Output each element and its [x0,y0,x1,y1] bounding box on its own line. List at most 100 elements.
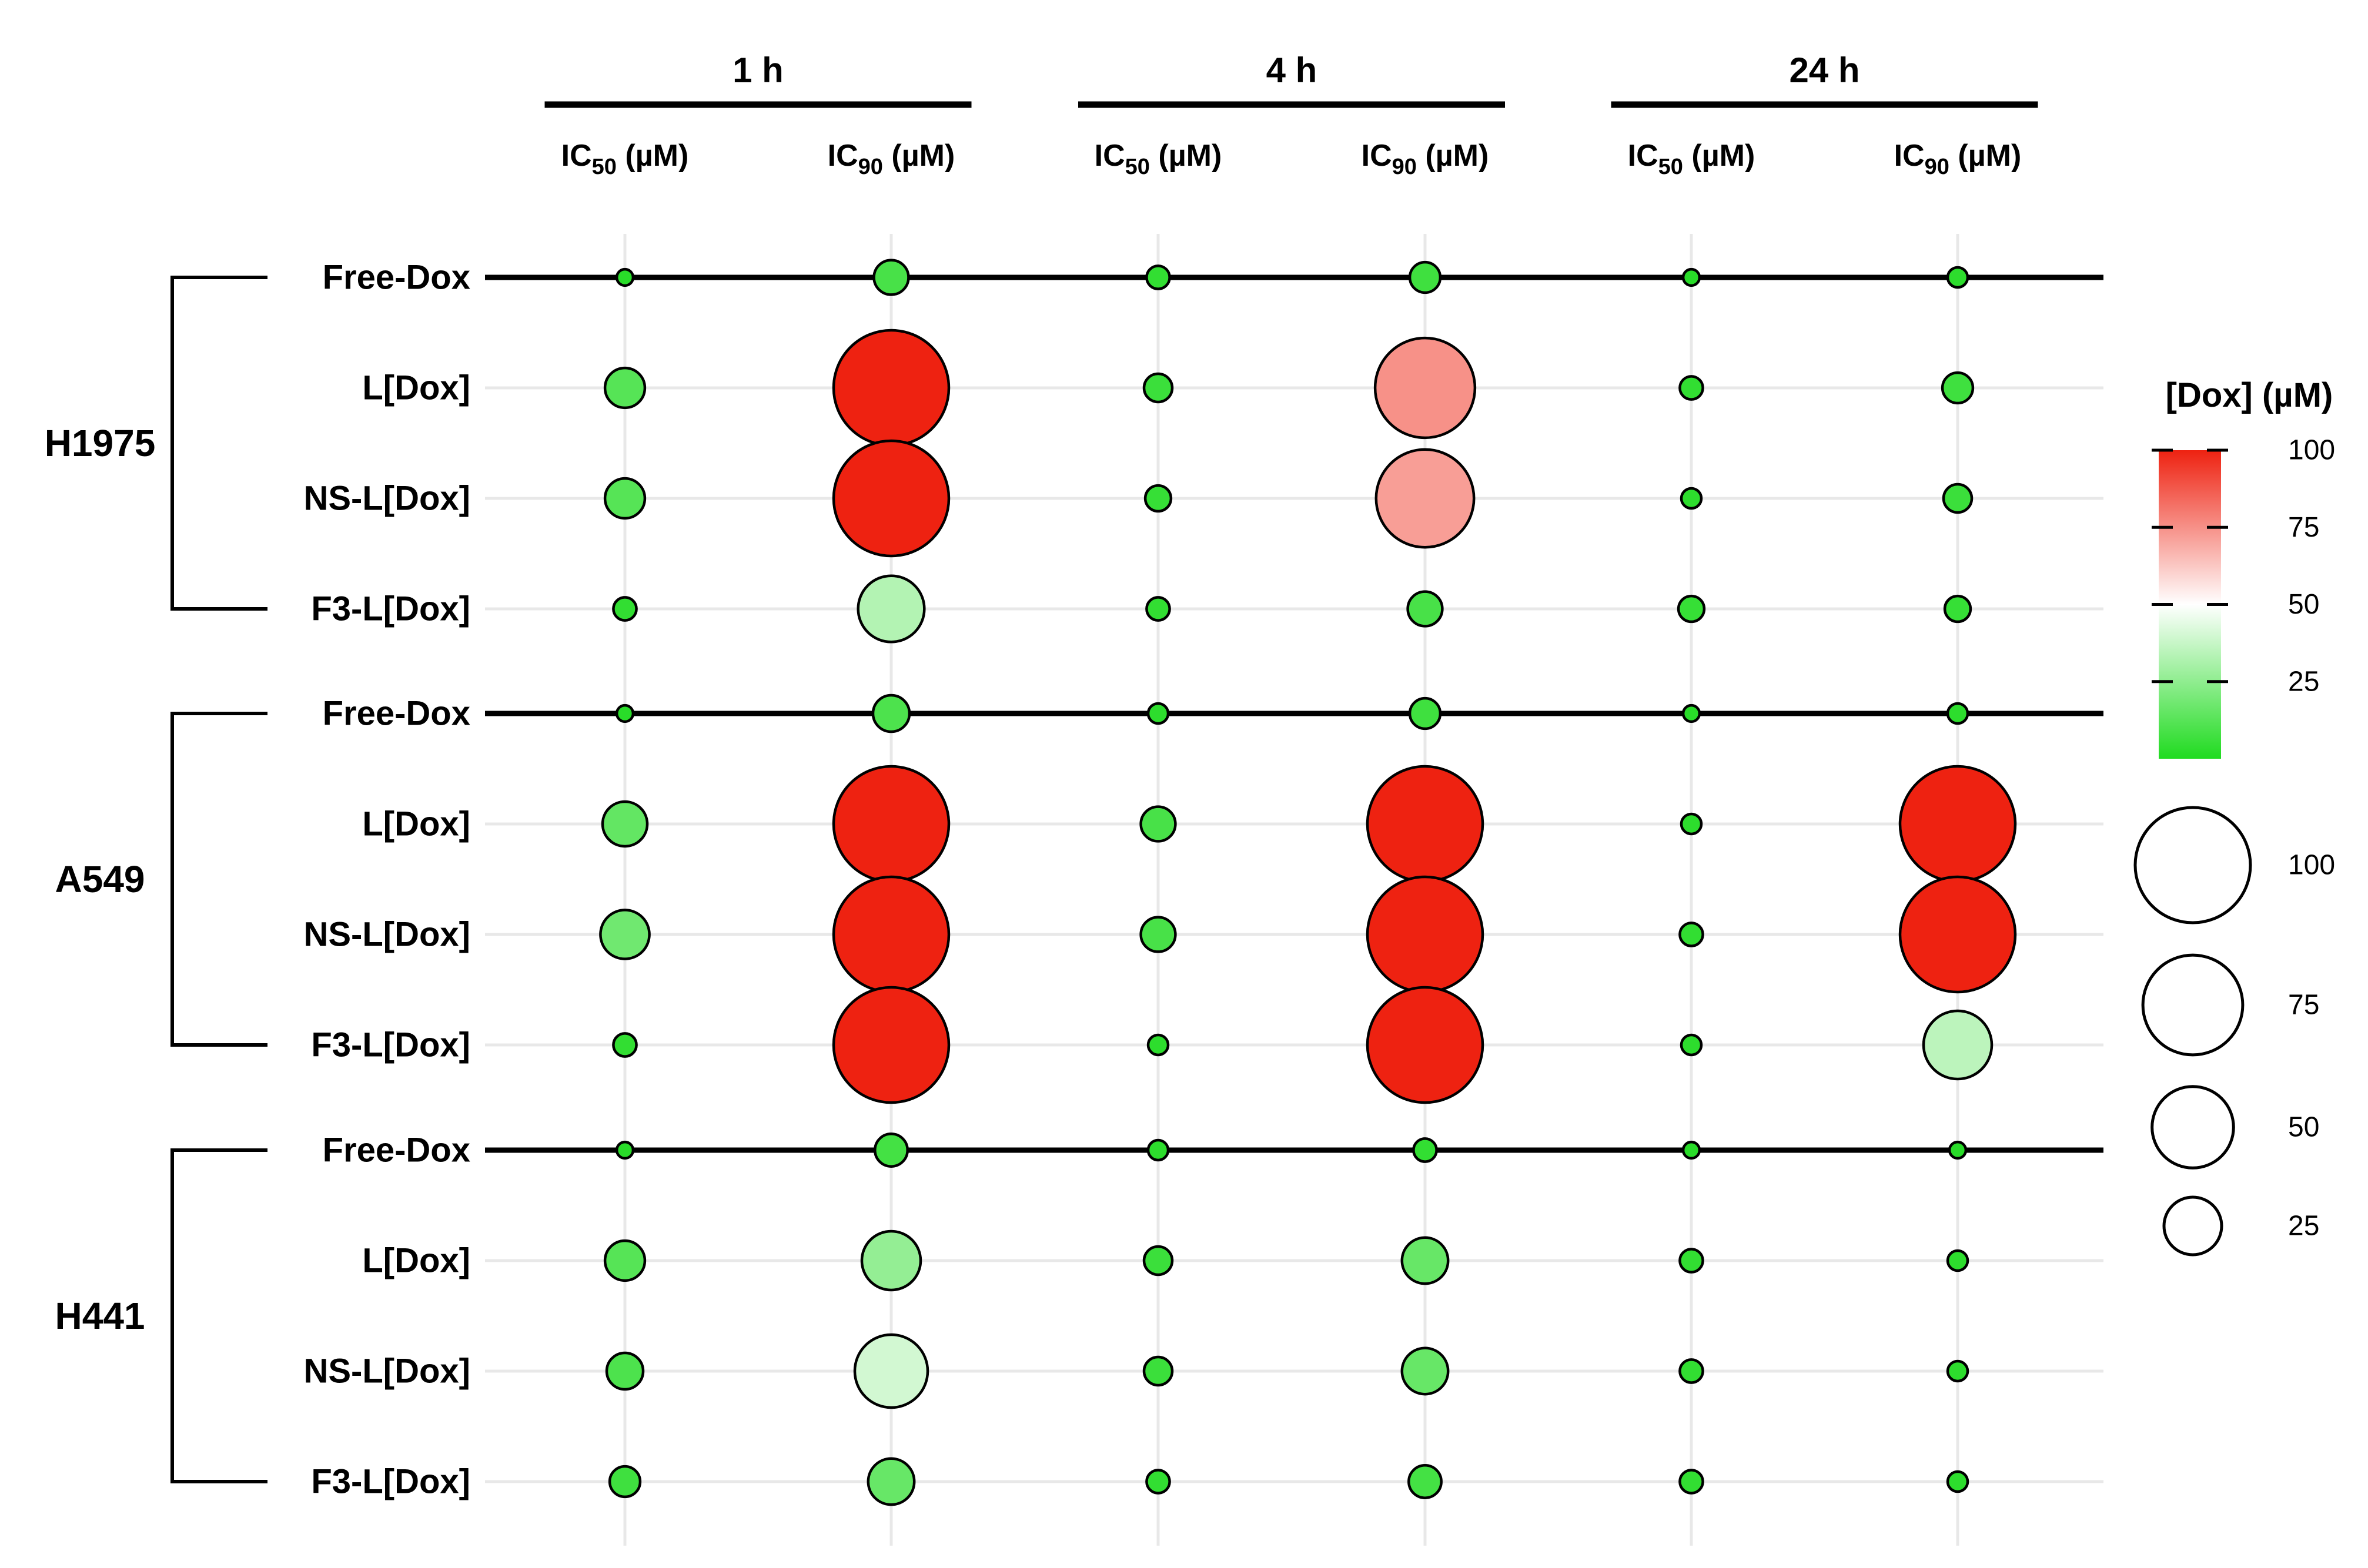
metric-header-label: IC90 (µM) [1362,139,1489,179]
row-label-A549-F3-L[Dox]: F3-L[Dox] [311,1026,470,1064]
bubble-H441-L[Dox]-24h-IC50 [1678,1248,1704,1274]
color-legend-tick-label: 100 [2288,435,2335,466]
bubble-H1975-Free-Dox-24h-IC50 [1681,267,1701,287]
bubble-A549-Free-Dox-24h-IC90 [1946,702,1969,725]
bubble-H441-L[Dox]-1h-IC90 [860,1229,922,1292]
row-label-H1975-F3-L[Dox]: F3-L[Dox] [311,590,470,628]
bubble-H441-NS-L[Dox]-24h-IC90 [1946,1359,1969,1383]
size-legend-label: 50 [2288,1112,2319,1143]
bubble-A549-F3-L[Dox]-24h-IC90 [1922,1009,1994,1081]
bubble-H441-NS-L[Dox]-24h-IC50 [1678,1358,1704,1384]
bubble-H1975-F3-L[Dox]-1h-IC90 [857,574,926,644]
cell-line-label-H441: H441 [55,1295,145,1337]
cell-line-bracket-H441 [170,1148,267,1483]
row-label-H441-NS-L[Dox]: NS-L[Dox] [303,1352,470,1391]
bubble-A549-NS-L[Dox]-4h-IC90 [1366,875,1484,994]
row-label-A549-L[Dox]: L[Dox] [362,805,470,843]
size-legend-circle-75 [2141,953,2245,1057]
bubble-H1975-L[Dox]-4h-IC90 [1373,336,1477,440]
color-legend-tick-label: 75 [2288,512,2319,543]
bubble-H441-NS-L[Dox]-1h-IC90 [853,1333,929,1409]
bubble-H1975-NS-L[Dox]-4h-IC90 [1374,448,1476,549]
bubble-A549-L[Dox]-1h-IC50 [601,800,649,848]
bubble-H441-Free-Dox-4h-IC50 [1146,1138,1170,1162]
cell-line-bracket-A549 [170,712,267,1047]
bubble-A549-NS-L[Dox]-4h-IC50 [1139,916,1177,953]
bubble-H1975-NS-L[Dox]-4h-IC50 [1143,484,1173,513]
bubble-H1975-Free-Dox-24h-IC90 [1946,266,1969,289]
color-legend-title: [Dox] (µM) [2166,376,2333,414]
bubble-H1975-F3-L[Dox]-24h-IC50 [1677,594,1706,624]
bubble-H1975-F3-L[Dox]-4h-IC90 [1406,590,1444,628]
bubble-H1975-L[Dox]-1h-IC90 [832,329,951,447]
bubble-A549-L[Dox]-4h-IC50 [1139,805,1177,843]
bubble-H441-Free-Dox-24h-IC90 [1948,1140,1968,1160]
bubble-A549-Free-Dox-1h-IC90 [871,693,911,733]
bubble-A549-Free-Dox-4h-IC90 [1408,696,1442,731]
cell-line-bracket-H1975 [170,276,267,611]
bubble-H1975-NS-L[Dox]-24h-IC90 [1942,483,1974,514]
size-legend-label: 100 [2288,850,2335,881]
bubble-H1975-L[Dox]-4h-IC50 [1142,372,1174,404]
row-label-H1975-Free-Dox: Free-Dox [323,259,470,297]
bubble-H1975-NS-L[Dox]-24h-IC50 [1680,487,1703,510]
bubble-H1975-Free-Dox-1h-IC90 [872,259,910,296]
cell-line-label-A549: A549 [55,858,145,900]
color-legend-tick-label: 25 [2288,666,2319,697]
bubble-H441-Free-Dox-4h-IC90 [1412,1137,1438,1163]
row-label-H1975-L[Dox]: L[Dox] [362,369,470,407]
metric-header-label: IC90 (µM) [1894,139,2022,179]
bubble-H1975-Free-Dox-4h-IC90 [1408,260,1442,294]
bubble-H441-NS-L[Dox]-1h-IC50 [605,1351,645,1391]
bubble-H1975-L[Dox]-24h-IC90 [1941,371,1975,405]
bubble-H441-Free-Dox-1h-IC90 [874,1133,909,1168]
bubble-A549-L[Dox]-24h-IC90 [1898,765,2017,883]
metric-header-label: IC50 (µM) [561,139,689,179]
bubble-H441-F3-L[Dox]-1h-IC90 [867,1457,916,1506]
row-label-A549-NS-L[Dox]: NS-L[Dox] [303,916,470,954]
bubble-A549-F3-L[Dox]-1h-IC90 [832,986,951,1104]
bubble-A549-NS-L[Dox]-1h-IC90 [832,875,951,994]
bubble-A549-Free-Dox-1h-IC50 [615,703,635,723]
row-label-H1975-NS-L[Dox]: NS-L[Dox] [303,480,470,518]
bubble-H441-Free-Dox-24h-IC50 [1681,1140,1701,1160]
bubble-H441-L[Dox]-1h-IC50 [603,1239,647,1282]
bubble-H1975-Free-Dox-4h-IC50 [1145,264,1171,290]
bubble-H1975-F3-L[Dox]-1h-IC50 [612,596,638,622]
size-legend-circle-100 [2133,806,2252,924]
bubble-H441-F3-L[Dox]-24h-IC50 [1678,1469,1704,1495]
metric-header-label: IC90 (µM) [828,139,955,179]
color-legend-tick-label: 50 [2288,589,2319,620]
row-label-H441-Free-Dox: Free-Dox [323,1131,470,1170]
metric-header-label: IC50 (µM) [1095,139,1222,179]
size-legend-label: 75 [2288,990,2319,1021]
bubble-H1975-NS-L[Dox]-1h-IC50 [603,477,647,520]
bubble-H441-F3-L[Dox]-1h-IC50 [608,1465,642,1499]
bubble-H441-NS-L[Dox]-4h-IC50 [1142,1355,1174,1387]
bubble-A549-L[Dox]-4h-IC90 [1366,765,1484,883]
bubble-A549-F3-L[Dox]-24h-IC50 [1680,1033,1703,1057]
row-label-H441-L[Dox]: L[Dox] [362,1242,470,1280]
bubble-A549-F3-L[Dox]-1h-IC50 [612,1032,638,1058]
bubble-A549-Free-Dox-24h-IC50 [1681,703,1701,723]
metric-header-label: IC50 (µM) [1628,139,1755,179]
bubble-A549-Free-Dox-4h-IC50 [1146,702,1170,725]
bubble-H441-F3-L[Dox]-4h-IC50 [1145,1469,1171,1495]
bubble-H441-Free-Dox-1h-IC50 [615,1140,635,1160]
cell-line-label-H1975: H1975 [45,422,156,464]
time-header-label: 1 h [733,51,784,90]
size-legend-circle-50 [2150,1085,2235,1170]
bubble-H441-F3-L[Dox]-4h-IC90 [1407,1464,1443,1499]
bubble-A549-NS-L[Dox]-1h-IC50 [599,909,651,960]
bubble-A549-L[Dox]-1h-IC90 [832,765,951,883]
row-label-A549-Free-Dox: Free-Dox [323,695,470,733]
bubble-H441-L[Dox]-4h-IC50 [1142,1245,1174,1276]
bubble-H441-F3-L[Dox]-24h-IC90 [1946,1470,1969,1493]
bubble-A549-NS-L[Dox]-24h-IC90 [1898,875,2017,994]
bubble-H1975-F3-L[Dox]-4h-IC50 [1145,596,1171,622]
bubble-H441-L[Dox]-4h-IC90 [1400,1236,1450,1285]
bubble-H441-NS-L[Dox]-4h-IC90 [1400,1346,1450,1396]
